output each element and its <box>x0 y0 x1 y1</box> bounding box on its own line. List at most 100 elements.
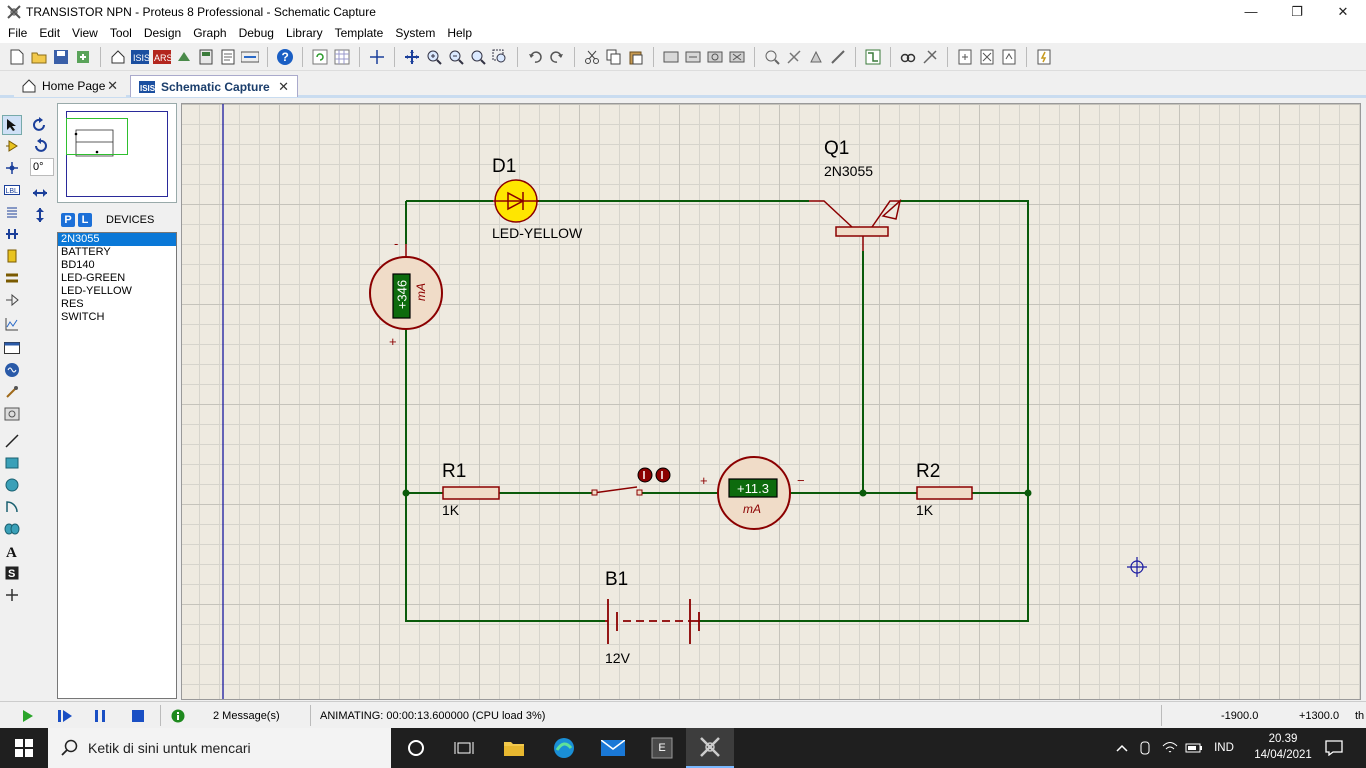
text-tool-icon[interactable]: A <box>2 541 22 561</box>
menu-edit[interactable]: Edit <box>39 26 61 40</box>
windows-start-icon[interactable] <box>0 728 48 768</box>
list-item[interactable]: SWITCH <box>61 311 105 323</box>
symbol-tool-icon[interactable]: S <box>2 563 22 583</box>
notification-center-icon[interactable] <box>1310 728 1358 768</box>
menu-template[interactable]: Template <box>334 26 384 40</box>
help-icon[interactable]: ? <box>275 47 295 67</box>
circle-tool-icon[interactable] <box>2 475 22 495</box>
mirror-horizontal-icon[interactable] <box>30 183 50 203</box>
menu-file[interactable]: File <box>8 26 28 40</box>
pan-icon[interactable] <box>402 47 422 67</box>
tape-recorder-icon[interactable] <box>2 338 22 358</box>
library-manager-button[interactable]: L <box>78 213 92 227</box>
minimize-button[interactable]: — <box>1244 4 1258 19</box>
block-rotate-icon[interactable] <box>705 47 725 67</box>
device-pins-icon[interactable] <box>2 290 22 310</box>
close-tab-icon[interactable]: ✕ <box>278 78 289 94</box>
zoom-area-icon[interactable] <box>490 47 510 67</box>
cortana-icon[interactable] <box>392 728 440 768</box>
cut-icon[interactable] <box>582 47 602 67</box>
file-explorer-icon[interactable] <box>490 728 538 768</box>
menu-tool[interactable]: Tool <box>109 26 132 40</box>
block-delete-icon[interactable] <box>727 47 747 67</box>
search-tag-icon[interactable] <box>898 47 918 67</box>
decompose-icon[interactable] <box>828 47 848 67</box>
task-view-icon[interactable] <box>440 728 488 768</box>
rotation-angle-field[interactable]: 0° <box>30 158 54 176</box>
restore-button[interactable]: ❐ <box>1291 3 1303 19</box>
vertical-scrollbar[interactable] <box>1361 103 1366 700</box>
subcircuit-icon[interactable] <box>2 246 22 266</box>
wire-autorouter-icon[interactable] <box>863 47 883 67</box>
show-hidden-icons-icon[interactable] <box>1110 728 1134 768</box>
zoom-out-icon[interactable] <box>446 47 466 67</box>
message-info-icon[interactable] <box>171 702 185 729</box>
arc-tool-icon[interactable] <box>2 497 22 517</box>
import-icon[interactable] <box>73 47 93 67</box>
source-code-icon[interactable] <box>240 47 260 67</box>
make-device-icon[interactable] <box>784 47 804 67</box>
battery-icon[interactable] <box>1182 728 1206 768</box>
line-tool-icon[interactable] <box>2 431 22 451</box>
meet-now-icon[interactable] <box>1134 728 1158 768</box>
refresh-icon[interactable] <box>310 47 330 67</box>
list-item[interactable]: LED-GREEN <box>61 272 126 284</box>
open-folder-icon[interactable] <box>29 47 49 67</box>
save-icon[interactable] <box>51 47 71 67</box>
marker-tool-icon[interactable] <box>2 585 22 605</box>
taskbar-search-box[interactable]: Ketik di sini untuk mencari <box>48 728 391 768</box>
zoom-in-icon[interactable] <box>424 47 444 67</box>
step-simulation-button[interactable] <box>57 702 73 729</box>
origin-icon[interactable] <box>367 47 387 67</box>
menu-view[interactable]: View <box>72 26 98 40</box>
close-button[interactable]: ✕ <box>1337 3 1349 19</box>
rotate-anticlockwise-icon[interactable] <box>30 136 50 156</box>
menu-graph[interactable]: Graph <box>193 26 227 40</box>
message-count[interactable]: 2 Message(s) <box>213 709 280 722</box>
zoom-all-icon[interactable] <box>468 47 488 67</box>
list-item[interactable]: BATTERY <box>61 246 111 258</box>
overview-viewport[interactable] <box>66 118 128 155</box>
mirror-vertical-icon[interactable] <box>30 205 50 225</box>
junction-dot-icon[interactable] <box>2 158 22 178</box>
component-mode-icon[interactable] <box>2 136 22 156</box>
new-file-icon[interactable] <box>7 47 27 67</box>
pick-devices-button[interactable]: P <box>61 213 75 227</box>
mail-icon[interactable] <box>589 728 637 768</box>
gerber-icon[interactable] <box>196 47 216 67</box>
list-item[interactable]: LED-YELLOW <box>61 285 132 297</box>
box-tool-icon[interactable] <box>2 453 22 473</box>
menu-design[interactable]: Design <box>143 26 182 40</box>
pinned-app-icon[interactable]: E <box>638 728 686 768</box>
overview-window[interactable] <box>57 103 177 203</box>
generator-mode-icon[interactable] <box>2 360 22 380</box>
copy-icon[interactable] <box>604 47 624 67</box>
wifi-icon[interactable] <box>1158 728 1182 768</box>
text-script-icon[interactable] <box>2 202 22 222</box>
bom-icon[interactable] <box>218 47 238 67</box>
tab-schematic-capture[interactable]: ISIS Schematic Capture ✕ <box>130 75 298 97</box>
list-item[interactable]: RES <box>61 298 84 310</box>
pcb-layout-icon[interactable]: ARS <box>152 47 172 67</box>
terminals-icon[interactable] <box>2 268 22 288</box>
schematic-editing-canvas[interactable]: D1 LED-YELLOW Q1 2N3055 R1 1K R2 1K B1 1… <box>181 103 1361 700</box>
edge-browser-icon[interactable] <box>540 728 588 768</box>
menu-system[interactable]: System <box>395 26 436 40</box>
pick-device-icon[interactable] <box>762 47 782 67</box>
menu-help[interactable]: Help <box>447 26 473 40</box>
undo-icon[interactable] <box>525 47 545 67</box>
home-icon[interactable] <box>108 47 128 67</box>
block-copy-icon[interactable] <box>661 47 681 67</box>
new-sheet-icon[interactable] <box>955 47 975 67</box>
path-tool-icon[interactable] <box>2 519 22 539</box>
3d-viewer-icon[interactable] <box>174 47 194 67</box>
proteus-taskbar-icon[interactable] <box>686 728 734 768</box>
block-move-icon[interactable] <box>683 47 703 67</box>
stop-simulation-button[interactable] <box>131 702 145 729</box>
taskbar-clock[interactable]: 20.39 14/04/2021 <box>1248 731 1318 763</box>
input-language[interactable]: IND <box>1214 742 1234 754</box>
buses-icon[interactable] <box>2 224 22 244</box>
menu-library[interactable]: Library <box>285 26 323 40</box>
list-item[interactable]: BD140 <box>61 259 95 271</box>
rotate-clockwise-icon[interactable] <box>30 115 50 135</box>
